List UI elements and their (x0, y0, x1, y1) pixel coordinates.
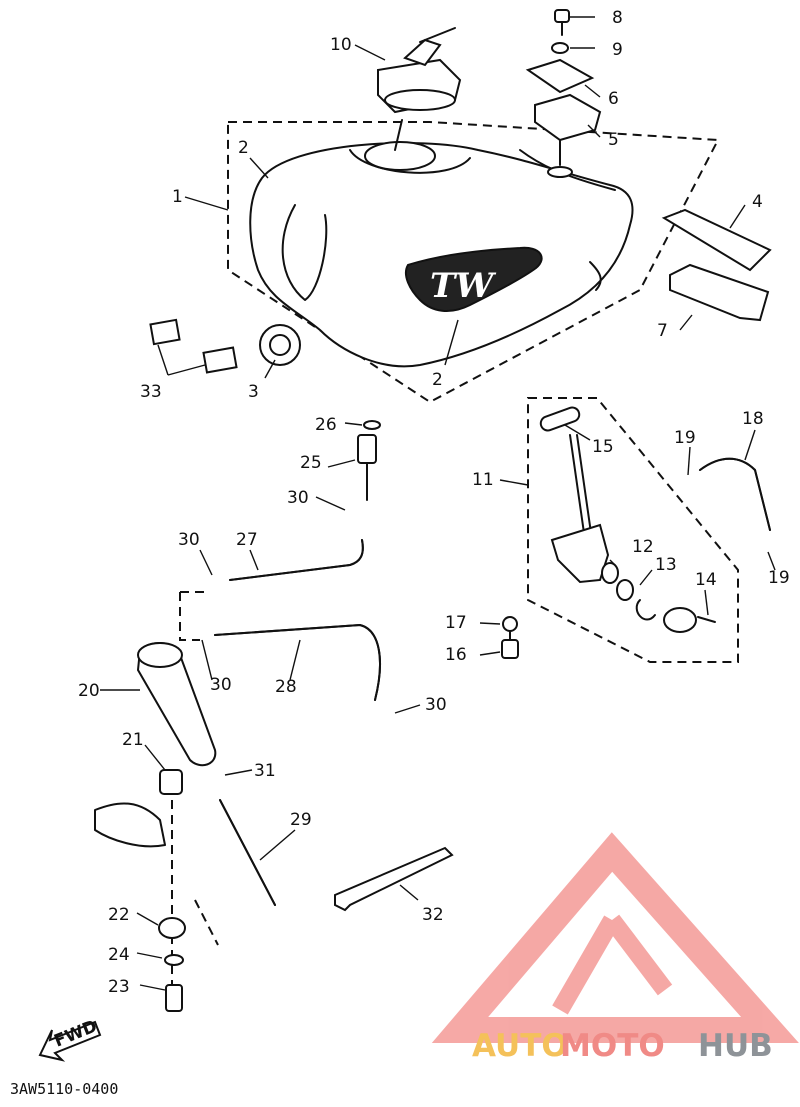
callout-label: 18 (742, 409, 764, 429)
forward-arrow-text: FWD (51, 1016, 100, 1051)
callout-label: 2 (432, 370, 443, 390)
callout-label: 15 (592, 437, 614, 457)
leader-lines (100, 16, 776, 991)
small-parts-left (149, 318, 301, 374)
callout-label: 6 (608, 89, 619, 109)
callout-label: 2 (238, 138, 249, 158)
callout-label: 29 (290, 810, 312, 830)
tank-emblem-plate (404, 246, 543, 312)
callout-label: 27 (236, 530, 258, 550)
callout-label: 19 (674, 428, 696, 448)
callout-label: 19 (768, 568, 790, 588)
callout-label: 30 (210, 675, 232, 695)
bracket-parts-upper (525, 9, 602, 178)
callout-label: 20 (78, 681, 100, 701)
callout-label: 21 (122, 730, 144, 750)
tank-strap (334, 846, 454, 912)
forward-arrow: FWD (38, 1016, 102, 1062)
callout-label: 26 (315, 415, 337, 435)
callout-label: 3 (248, 382, 259, 402)
drawing-code: 3AW5110-0400 (10, 1080, 118, 1098)
callout-label: 17 (445, 613, 467, 633)
callout-label: 1 (172, 187, 183, 207)
fuel-cock (501, 406, 716, 659)
tank-emblem-text: TW (430, 266, 496, 306)
cock-group-outline (527, 397, 739, 663)
callout-label: 24 (108, 945, 130, 965)
watermark-moto: MOTO (560, 1028, 665, 1064)
watermark-auto: AUTO (472, 1028, 568, 1064)
watermark-hub: HUB (698, 1028, 773, 1064)
fuel-tank: TW (249, 141, 634, 368)
callout-label: 25 (300, 453, 322, 473)
callout-label: 30 (425, 695, 447, 715)
callout-label: 11 (472, 470, 494, 490)
callout-label: 23 (108, 977, 130, 997)
callout-label: 9 (612, 40, 623, 60)
side-pads (661, 208, 772, 322)
callout-label: 4 (752, 192, 763, 212)
callout-label: 7 (657, 321, 668, 341)
hose-route-line (179, 591, 210, 641)
callout-label: 33 (140, 382, 162, 402)
fuel-cap (377, 27, 462, 151)
callout-label: 30 (178, 530, 200, 550)
fuel-filter (94, 642, 217, 1012)
callout-label: 13 (655, 555, 677, 575)
callout-labels: 1 2 2 3 4 5 6 7 8 9 10 11 12 13 14 15 16… (78, 8, 790, 997)
watermark-text: AUTO MOTO HUB (472, 1028, 773, 1064)
callout-label: 10 (330, 35, 352, 55)
callout-label: 14 (695, 570, 717, 590)
callout-label: 32 (422, 905, 444, 925)
callout-label: 28 (275, 677, 297, 697)
tank-group-outline (227, 121, 720, 404)
callout-label: 22 (108, 905, 130, 925)
callout-label: 16 (445, 645, 467, 665)
callout-label: 31 (254, 761, 276, 781)
watermark-logo (431, 832, 799, 1043)
callout-label: 12 (632, 537, 654, 557)
callout-label: 30 (287, 488, 309, 508)
callout-label: 5 (608, 130, 619, 150)
hoses (214, 420, 771, 906)
callout-label: 8 (612, 8, 623, 28)
